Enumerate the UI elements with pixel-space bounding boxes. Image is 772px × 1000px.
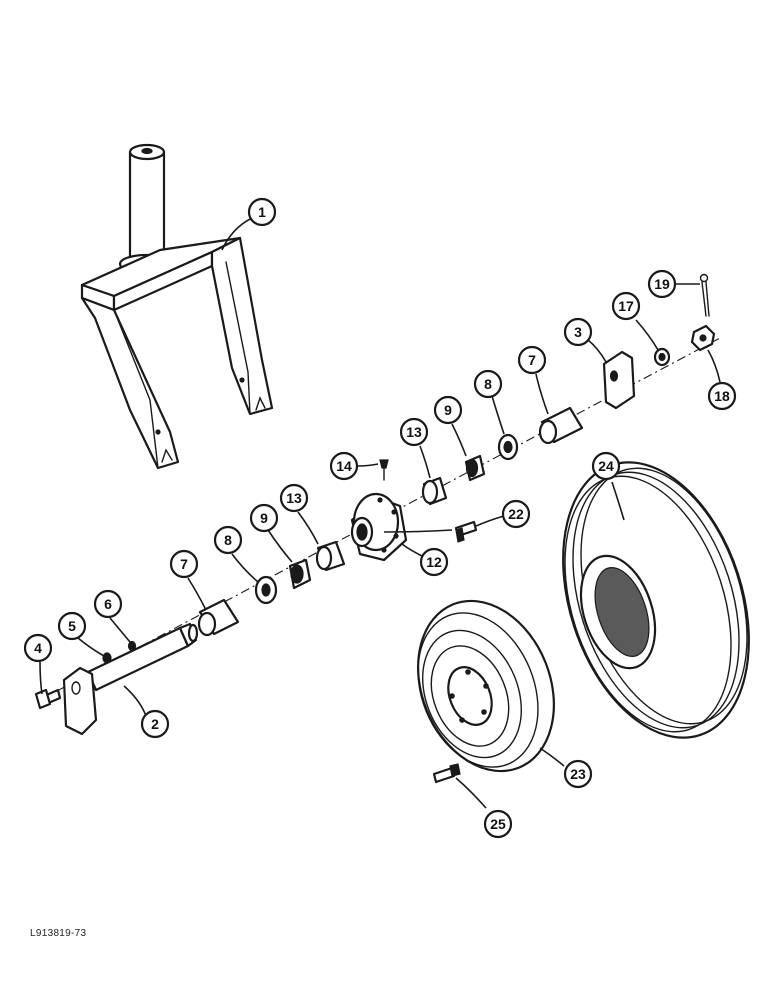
axle-bracket bbox=[602, 350, 636, 410]
bearing-cup-left bbox=[315, 540, 346, 572]
bearing-cone-left bbox=[288, 558, 312, 590]
callout-13-left: 13 bbox=[279, 483, 309, 513]
svg-text:17: 17 bbox=[618, 298, 634, 314]
axle bbox=[62, 622, 199, 736]
svg-text:5: 5 bbox=[68, 618, 76, 634]
svg-text:6: 6 bbox=[104, 596, 112, 612]
svg-text:12: 12 bbox=[426, 554, 442, 570]
callout-4: 4 bbox=[23, 633, 53, 663]
svg-text:1: 1 bbox=[258, 204, 266, 220]
nut bbox=[102, 652, 112, 664]
callout-8-left: 8 bbox=[213, 525, 243, 555]
svg-text:9: 9 bbox=[444, 402, 452, 418]
svg-text:9: 9 bbox=[260, 510, 268, 526]
seal-left bbox=[254, 575, 278, 605]
callout-25: 25 bbox=[483, 809, 513, 839]
callout-12: 12 bbox=[419, 547, 449, 577]
callout-2: 2 bbox=[140, 709, 170, 739]
svg-text:2: 2 bbox=[151, 716, 159, 732]
wheel-rim bbox=[417, 599, 555, 773]
svg-text:14: 14 bbox=[336, 458, 352, 474]
svg-text:7: 7 bbox=[528, 352, 536, 368]
bolt bbox=[34, 688, 62, 710]
slotted-nut bbox=[690, 324, 716, 352]
svg-text:13: 13 bbox=[286, 490, 302, 506]
grease-fitting bbox=[379, 459, 389, 481]
callout-3: 3 bbox=[563, 317, 593, 347]
svg-text:3: 3 bbox=[574, 324, 582, 340]
svg-text:8: 8 bbox=[484, 376, 492, 392]
svg-text:23: 23 bbox=[570, 766, 586, 782]
callout-6: 6 bbox=[93, 589, 123, 619]
washer bbox=[127, 640, 137, 652]
callout-9-left: 9 bbox=[249, 503, 279, 533]
svg-text:24: 24 bbox=[598, 458, 614, 474]
callout-17: 17 bbox=[611, 291, 641, 321]
hub bbox=[350, 492, 408, 562]
svg-text:19: 19 bbox=[654, 276, 670, 292]
svg-text:13: 13 bbox=[406, 424, 422, 440]
fork-assembly bbox=[80, 143, 274, 470]
cotter-pin bbox=[699, 273, 710, 317]
spacer-right bbox=[538, 406, 584, 445]
callout-24: 24 bbox=[591, 451, 621, 481]
wheel-bolt bbox=[454, 520, 478, 543]
callout-7-left: 7 bbox=[169, 549, 199, 579]
seal-right bbox=[497, 433, 519, 461]
callout-14: 14 bbox=[329, 451, 359, 481]
callout-19: 19 bbox=[647, 269, 677, 299]
callout-22: 22 bbox=[501, 499, 531, 529]
callout-7-right: 7 bbox=[517, 345, 547, 375]
callout-9-right: 9 bbox=[433, 395, 463, 425]
svg-text:18: 18 bbox=[714, 388, 730, 404]
valve-stem bbox=[432, 763, 461, 784]
tire bbox=[562, 461, 750, 739]
bearing-cup-right bbox=[421, 476, 448, 506]
svg-text:8: 8 bbox=[224, 532, 232, 548]
svg-text:4: 4 bbox=[34, 640, 42, 656]
leader-lines bbox=[39, 217, 721, 809]
callout-13-right: 13 bbox=[399, 417, 429, 447]
callout-1: 1 bbox=[247, 197, 277, 227]
spacer-left bbox=[197, 598, 240, 637]
figure-id: L913819-73 bbox=[30, 928, 87, 939]
callout-18: 18 bbox=[707, 381, 737, 411]
bearing-cone-right bbox=[464, 454, 486, 482]
callout-23: 23 bbox=[563, 759, 593, 789]
callout-5: 5 bbox=[57, 611, 87, 641]
svg-text:22: 22 bbox=[508, 506, 524, 522]
svg-text:7: 7 bbox=[180, 556, 188, 572]
callout-8-right: 8 bbox=[473, 369, 503, 399]
svg-text:25: 25 bbox=[490, 816, 506, 832]
